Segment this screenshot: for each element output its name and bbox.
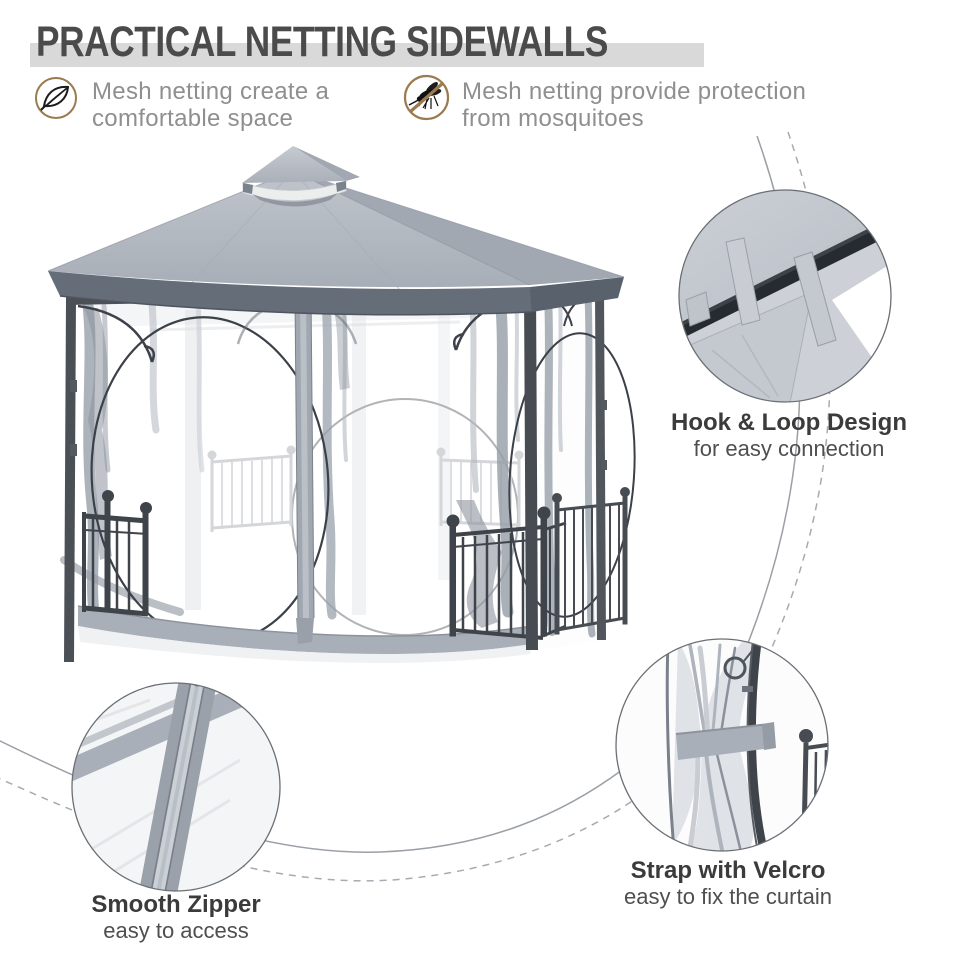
- callout-subtitle: easy to fix the curtain: [624, 884, 832, 909]
- feature-mosquito-protection: Mesh netting provide protection from mos…: [403, 74, 806, 132]
- gazebo-illustration: [47, 146, 636, 663]
- post-front-left: [64, 298, 76, 662]
- no-mosquito-icon: [403, 74, 450, 121]
- roof-right-face: [293, 171, 624, 285]
- feature-mosquito-text: Mesh netting provide protection from mos…: [462, 78, 807, 132]
- fence-back-right: [552, 487, 630, 635]
- feature-comfort-text: Mesh netting create a comfortable space: [92, 78, 330, 132]
- zipper-strip: [294, 294, 315, 644]
- zipper-closeup-photo: [71, 682, 281, 892]
- roof-skirt-right: [530, 277, 624, 312]
- callout-zipper-caption: Smooth Zipper easy to access: [91, 891, 260, 944]
- callout-strap-caption: Strap with Velcro easy to fix the curtai…: [624, 857, 832, 910]
- strap-closeup-photo: [615, 638, 829, 852]
- callout-title: Hook & Loop Design: [671, 409, 907, 436]
- callout-title: Smooth Zipper: [91, 891, 261, 918]
- callout-hook-loop-caption: Hook & Loop Design for easy connection: [671, 409, 907, 462]
- title-highlight-band: [30, 43, 704, 67]
- post-back-right: [595, 292, 606, 640]
- roof-vent-band: [242, 180, 347, 201]
- callout-subtitle: for easy connection: [693, 436, 885, 461]
- hook-loop-closeup-photo: [678, 189, 892, 403]
- callout-subtitle: easy to access: [103, 918, 249, 943]
- page-title: PRACTICAL NETTING SIDEWALLS: [36, 18, 609, 66]
- feature-comfort: Mesh netting create a comfortable space: [34, 76, 329, 132]
- roof-top-tier: [242, 146, 346, 183]
- fence-left-gate: [82, 490, 152, 617]
- roof-front-face: [48, 171, 530, 288]
- roof-skirt-front: [48, 271, 532, 315]
- gazebo-roof: [47, 146, 625, 316]
- post-front-right: [524, 289, 538, 650]
- right-panel-circle-frame: [508, 332, 636, 618]
- callout-title: Strap with Velcro: [630, 857, 826, 884]
- leaf-icon: [35, 77, 77, 119]
